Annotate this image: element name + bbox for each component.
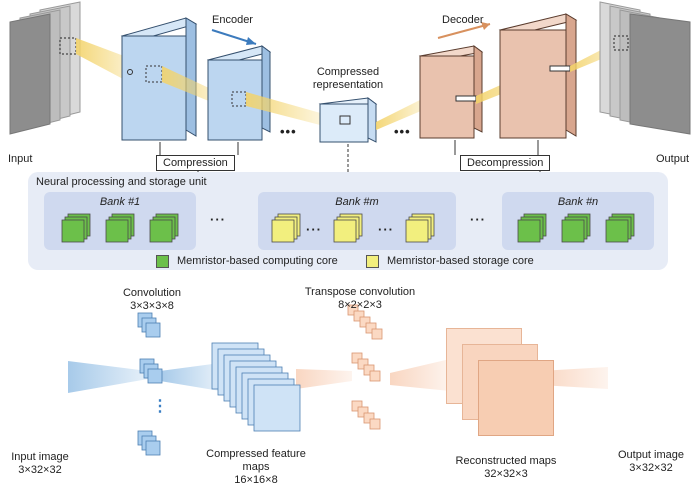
decoder-ellipsis: •••: [394, 124, 411, 139]
recon-to-output-beam: [540, 367, 608, 389]
transpose-to-recon-beam: [390, 359, 450, 391]
compression-box: Compression: [156, 155, 235, 171]
legend-storage: Memristor-based storage core: [366, 254, 534, 268]
encoder-beam-2: [246, 92, 324, 126]
computing-core-bank1-2: [105, 213, 135, 243]
output-label: Output: [656, 153, 690, 165]
encoder-arrowhead: [246, 37, 256, 45]
decoder-beam-1: [376, 96, 428, 130]
transpose-kernel-stack-1: [347, 304, 383, 340]
bank-m-label: Bank #m: [335, 196, 379, 208]
computing-core-swatch: [156, 254, 169, 268]
transpose-kernel-stack-2: [351, 352, 381, 382]
decoder-arrowhead: [481, 22, 490, 30]
computing-core-bankn-1: [517, 213, 547, 243]
computing-core-bankn-3: [605, 213, 635, 243]
computing-core-bank1-1: [61, 213, 91, 243]
decompression-box: Decompression: [460, 155, 551, 171]
storage-core-bankm-3: [405, 213, 435, 243]
decoder-layer-2: [498, 13, 578, 139]
legend-computing-label: Memristor-based computing core: [177, 255, 338, 267]
decoder-layer-1: [418, 45, 484, 139]
transpose-label: Transpose convolution: [304, 286, 416, 298]
input-image-stack: [9, 1, 81, 135]
reconstructed-label: Reconstructed maps: [455, 455, 557, 467]
encoder-layer-1: [120, 17, 198, 141]
compressed-feature-label-2: maps: [242, 461, 270, 473]
conv-kernel-stack-1: [137, 312, 161, 338]
compressed-feature-label-1: Compressed feature: [206, 448, 306, 460]
encoder-label: Encoder: [212, 14, 253, 26]
input-label: Input: [8, 153, 33, 165]
output-image-thumbnail: [608, 354, 694, 440]
feature-to-transpose-beam: [296, 369, 352, 389]
storage-core-bankm-2: [333, 213, 363, 243]
encoder-ellipsis: •••: [280, 124, 297, 139]
conv-vertical-dots: ⋮: [152, 398, 168, 415]
bank-m-inner-dots-2: ···: [378, 222, 394, 237]
cnn-pipeline-diagram: [68, 304, 608, 456]
storage-core-swatch: [366, 254, 379, 268]
bank-n-label: Bank #n: [557, 196, 599, 208]
output-image-label: Output image: [617, 449, 685, 461]
transpose-size: 8×2×2×3: [338, 299, 382, 311]
convolution-label: Convolution: [122, 287, 182, 299]
output-image-stack: [599, 1, 691, 135]
legend-computing: Memristor-based computing core: [156, 254, 338, 268]
computing-core-bank1-3: [149, 213, 179, 243]
compressed-feature-size: 16×16×8: [234, 474, 278, 486]
conv-kernel-stack-2: [139, 358, 163, 384]
compressed-feature-map-stack: [211, 342, 301, 432]
compressed-label-1: Compressed: [316, 66, 380, 78]
storage-core-bankm-1: [271, 213, 301, 243]
input-to-conv-beam: [68, 361, 148, 393]
input-image-size: 3×32×32: [18, 464, 62, 476]
conv-to-feature-beam: [160, 363, 220, 391]
convolution-size: 3×3×3×8: [130, 300, 174, 312]
reconstructed-map-3: [478, 360, 554, 436]
compressed-label-2: representation: [312, 79, 384, 91]
autoencoder-diagram: [9, 1, 691, 180]
computing-core-bankn-2: [561, 213, 591, 243]
processing-unit-title: Neural processing and storage unit: [36, 176, 207, 188]
conv-kernel-stack-3: [137, 430, 161, 456]
transpose-kernel-stack-3: [351, 400, 381, 430]
legend-storage-label: Memristor-based storage core: [387, 255, 534, 267]
compressed-representation-cube: [318, 97, 378, 143]
bank-1-label: Bank #1: [99, 196, 141, 208]
bank-separator-dots-2: ···: [470, 212, 486, 227]
reconstructed-size: 32×32×3: [484, 468, 528, 480]
decoder-arrow: [437, 23, 491, 39]
input-image-thumbnail: [8, 354, 68, 440]
bank-m-inner-dots-1: ···: [306, 222, 322, 237]
input-image-label: Input image: [11, 451, 69, 463]
decoder-label: Decoder: [442, 14, 484, 26]
output-image-size: 3×32×32: [629, 462, 673, 474]
bank-separator-dots-1: ···: [210, 212, 226, 227]
